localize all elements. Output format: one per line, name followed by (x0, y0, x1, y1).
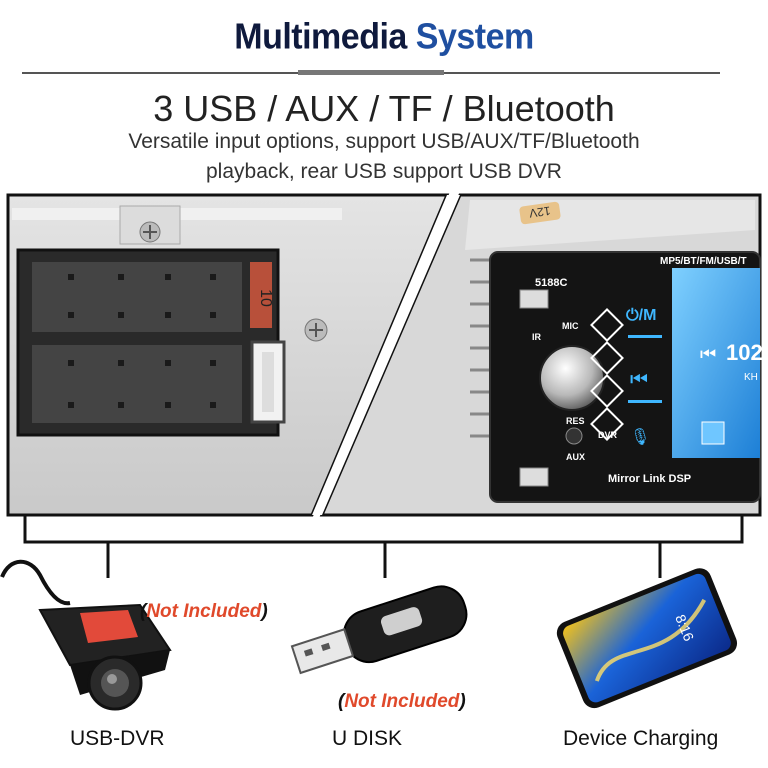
usb-plug-icon (290, 628, 355, 675)
not-included-note-1: (Not Included) (140, 601, 268, 623)
app-tile (701, 421, 725, 445)
screen-value: 102 (726, 340, 763, 365)
front-usb-port-2 (519, 467, 549, 487)
page-title: Multimedia System (0, 17, 768, 58)
usb-dvr-image (0, 559, 172, 711)
fuse-slot (250, 262, 272, 328)
cable-icon (0, 559, 71, 606)
u-disk-label: U DISK (332, 727, 403, 750)
aux-jack (565, 427, 583, 445)
connector-bracket (23, 516, 744, 578)
mode-text: MP5/BT/FM/USB/T (660, 256, 747, 267)
note-text: Not Included (146, 601, 262, 622)
diamond-button (590, 341, 624, 375)
res-label: RES (566, 416, 585, 426)
power-mode-key: ⏻/M (626, 307, 656, 324)
diamond-button (590, 308, 624, 342)
front-panel: 12V 5188C MIC IR RES AUX DVR ⏻/M ⏮ 🎙 MP5… (319, 193, 763, 517)
rewind-icon: ⏮ (630, 369, 648, 391)
note-text: Not Included (344, 691, 460, 712)
diamond-button (590, 374, 624, 408)
aux-label: AUX (566, 452, 585, 462)
adhesive-pad-icon (80, 610, 138, 643)
model-label: 5188C (535, 277, 567, 289)
device-charging-label: Device Charging (563, 727, 719, 750)
u-disk-image (290, 585, 468, 675)
title-word-2: System (415, 17, 534, 57)
subheadline-line-1: Versatile input options, support USB/AUX… (128, 130, 640, 153)
not-included-note-2: (Not Included) (338, 691, 466, 713)
subheadline: Versatile input options, support USB/AUX… (60, 127, 708, 187)
headline: 3 USB / AUX / TF / Bluetooth (153, 88, 615, 129)
phone-image: 8:16 (556, 568, 738, 709)
phone-screen (563, 573, 731, 703)
note-paren-close: ) (459, 691, 466, 712)
voltage-label: 12V (528, 204, 551, 221)
slot-label: 10 (257, 289, 274, 307)
title-word-1: Multimedia (234, 17, 407, 57)
product-image: 10 12V 5188C MIC IR RES AUX DVR ⏻/M (6, 193, 763, 517)
dvr-label: DVR (598, 430, 618, 440)
connector-panel: 10 (6, 193, 450, 517)
ir-label: IR (532, 332, 542, 342)
note-paren-open: ( (140, 601, 147, 622)
diamond-button (590, 407, 624, 441)
mic-label: MIC (562, 321, 579, 331)
screen-unit: KH (744, 372, 758, 383)
usb-dvr-label: USB-DVR (70, 727, 165, 750)
voice-icon: 🎙 (630, 428, 650, 446)
footer-text: Mirror Link DSP (608, 473, 691, 485)
note-paren-open: ( (338, 691, 345, 712)
note-paren-close: ) (261, 601, 268, 622)
prev-icon: ⏮ (700, 344, 716, 364)
divider-accent (298, 70, 444, 75)
subheadline-line-2: playback, rear USB support USB DVR (206, 160, 562, 183)
front-usb-port (519, 289, 549, 309)
